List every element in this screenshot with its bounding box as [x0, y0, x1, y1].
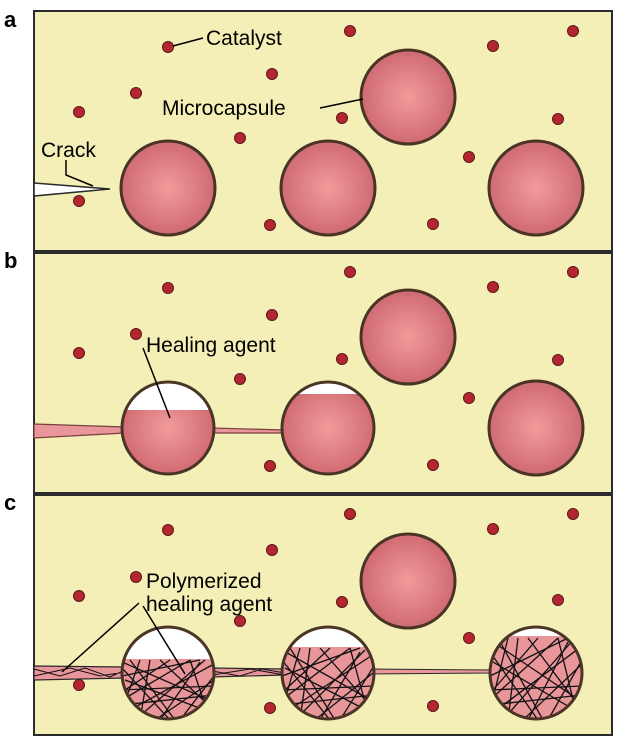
microcapsule: [359, 48, 457, 146]
ruptured-capsule: [280, 380, 376, 476]
crack-label: Crack: [41, 139, 96, 162]
panel-a: a Catalyst Microcap: [4, 7, 613, 252]
panel-c: c: [4, 490, 613, 736]
polymerized-crack: [33, 665, 493, 681]
polymerized-capsule: [280, 625, 376, 721]
microcapsule: [359, 532, 457, 630]
microcapsule-label: Microcapsule: [162, 97, 286, 120]
catalyst-leader: [172, 37, 204, 47]
polymerized-label-line1: Polymerized: [146, 570, 262, 593]
polymerized-capsule: [120, 625, 216, 721]
panel-letter-a: a: [4, 7, 17, 32]
catalyst-particles: [73, 25, 579, 231]
catalyst-label: Catalyst: [206, 27, 282, 50]
panel-letter-c: c: [4, 490, 16, 515]
polymerized-label-line2: healing agent: [146, 593, 272, 616]
healing-agent-label: Healing agent: [146, 334, 276, 357]
crack-leader: [65, 160, 94, 187]
polymerized-leader: [61, 602, 140, 673]
panel-b: b: [4, 248, 613, 494]
catalyst-particles: [73, 508, 579, 714]
microcapsule: [279, 139, 377, 237]
microcapsule: [359, 288, 457, 386]
crack-a: [33, 182, 111, 197]
polymerized-capsule: [488, 625, 584, 721]
microcapsule-leader: [319, 98, 364, 109]
microcapsule: [487, 139, 585, 237]
catalyst-particles: [73, 266, 579, 472]
microcapsule: [119, 139, 217, 237]
panel-letter-b: b: [4, 248, 17, 273]
healing-agent-leader: [142, 347, 171, 419]
microcapsule: [487, 379, 585, 477]
polymerized-leader: [142, 605, 186, 675]
